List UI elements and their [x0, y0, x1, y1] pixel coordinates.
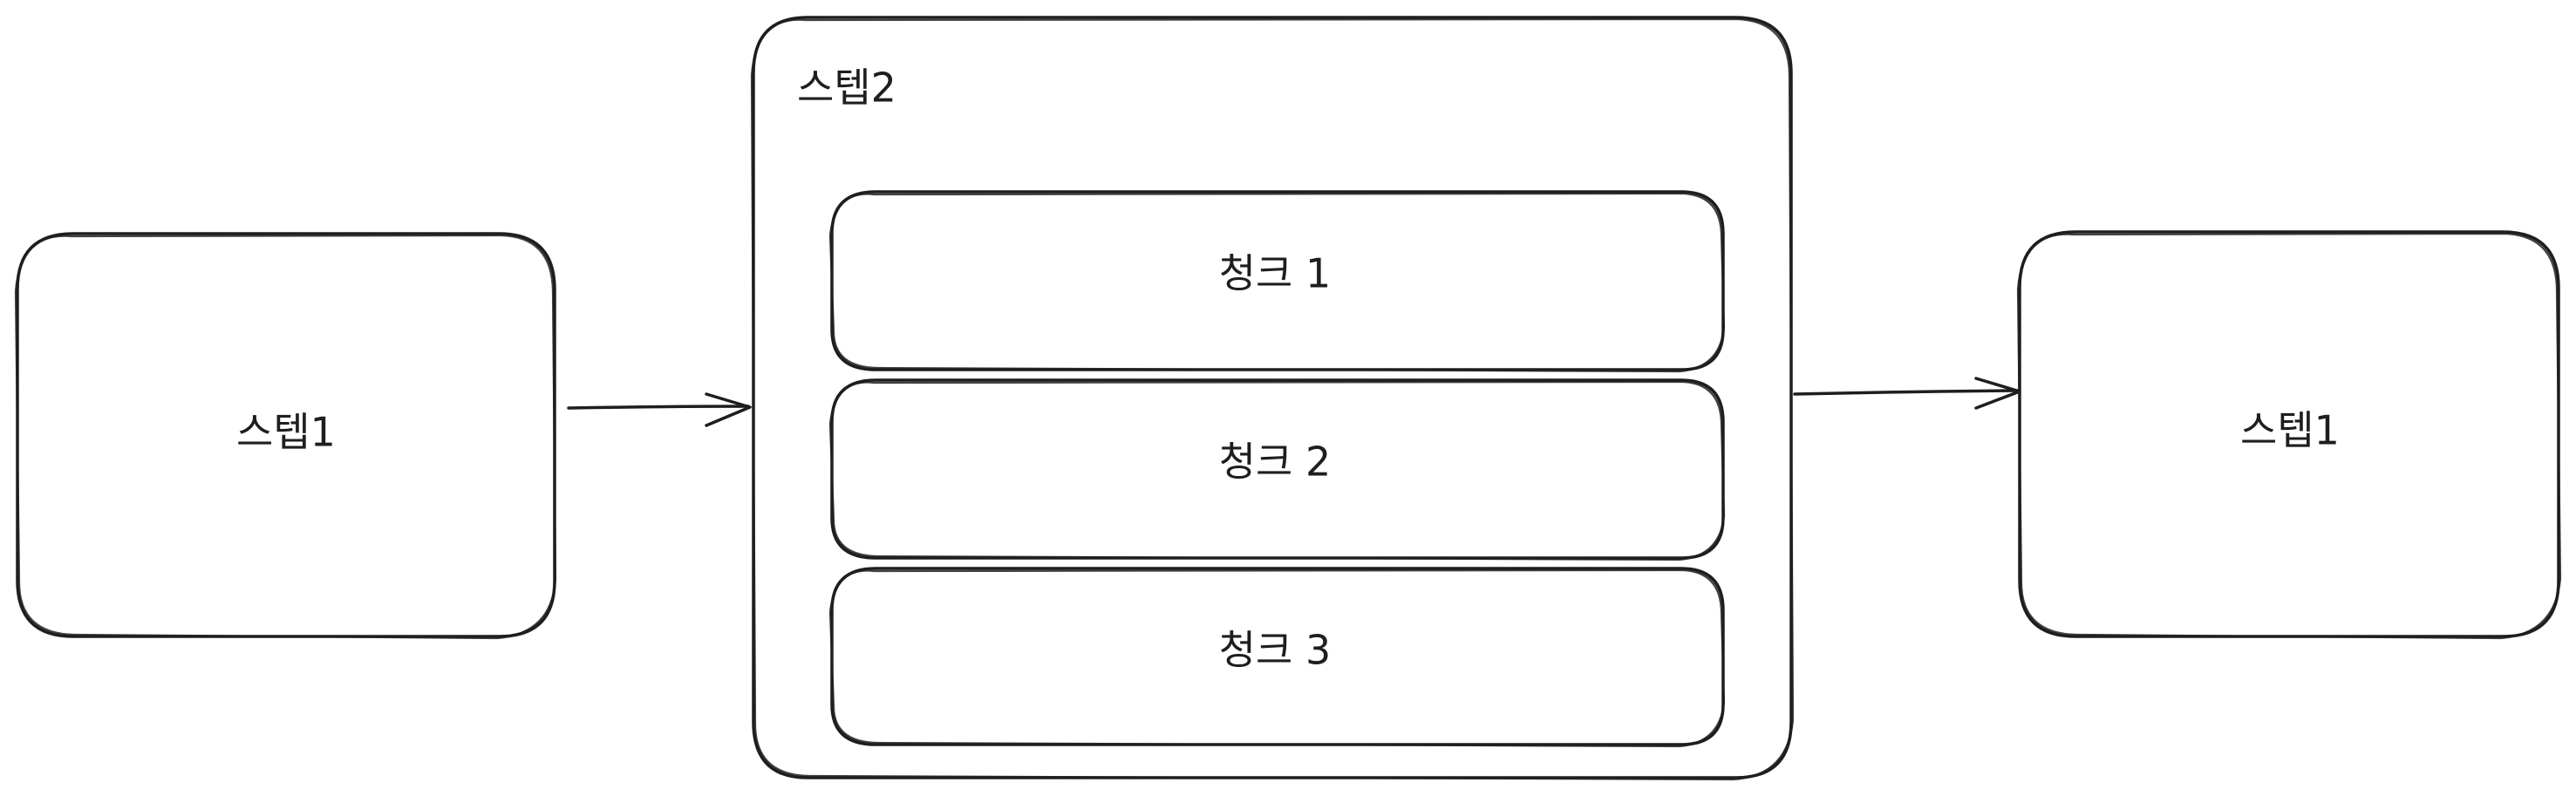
right-step-node[interactable]: 스텝1: [2016, 230, 2562, 640]
chunk-2-node[interactable]: 청크 2: [828, 378, 1726, 561]
arrow-middle-to-right: [1793, 377, 2021, 410]
arrow-left-to-middle: [567, 392, 752, 427]
right-step-label: 스텝1: [2240, 407, 2340, 454]
chunk-1-label: 청크 1: [1219, 250, 1332, 297]
chunk-3-label: 청크 3: [1219, 627, 1332, 674]
left-step-label: 스텝1: [236, 409, 336, 456]
chunk-3-node[interactable]: 청크 3: [828, 567, 1726, 748]
left-step-node[interactable]: 스텝1: [14, 232, 557, 640]
chunk-2-label: 청크 2: [1219, 439, 1332, 486]
chunk-1-node[interactable]: 청크 1: [828, 190, 1726, 373]
middle-step-label: 스텝2: [797, 65, 896, 112]
